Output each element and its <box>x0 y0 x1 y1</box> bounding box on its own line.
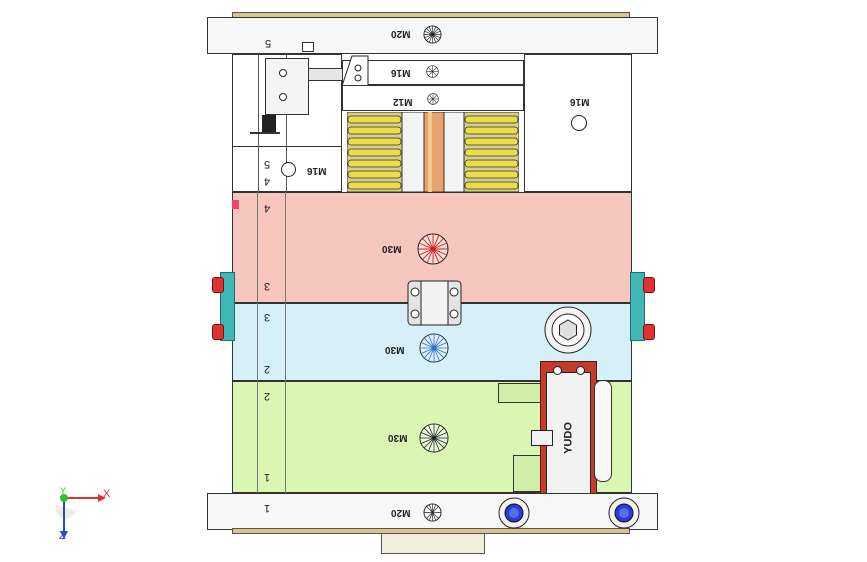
plate-number-label: 5 <box>265 37 272 49</box>
latch-lock[interactable] <box>407 280 462 326</box>
plate-number-label: 4 <box>264 175 271 187</box>
axis-z-label: Z <box>59 530 66 542</box>
plate-number-label: 3 <box>264 280 271 292</box>
plate-side-line <box>285 381 286 493</box>
hot-runner-screw <box>576 366 585 375</box>
cooling-connector-icon[interactable] <box>608 497 640 529</box>
pocket-outline <box>513 455 545 492</box>
switch-base <box>262 115 276 133</box>
axis-x-label: X <box>103 488 111 500</box>
axis-triad-icon <box>55 494 106 539</box>
hot-runner-clip <box>531 430 553 446</box>
hot-runner-handle <box>594 380 612 482</box>
cooling-connector-icon[interactable] <box>498 497 530 529</box>
plate-number-label: 5 <box>264 158 271 170</box>
bolt-hole[interactable] <box>281 162 296 177</box>
thread-hole-icon[interactable] <box>419 423 449 453</box>
thread-label-core-center: M30 <box>385 344 405 355</box>
thread-hole-icon[interactable] <box>419 333 449 363</box>
housing-divider <box>232 146 342 147</box>
switch-screw <box>279 69 287 77</box>
plate-number-label: 2 <box>264 390 271 402</box>
thread-hole-icon[interactable] <box>417 233 449 265</box>
small-square-marker <box>302 42 314 52</box>
stop-pin-icon[interactable] <box>643 277 655 293</box>
limit-switch-body[interactable] <box>265 58 309 115</box>
plate-number-label: 1 <box>264 471 271 483</box>
switch-connector <box>308 68 343 81</box>
thread-label-bottom-clamp: M20 <box>391 507 411 518</box>
pocket-outline <box>498 383 545 403</box>
thread-label-upper-center: M12 <box>393 96 413 107</box>
thread-label-right-column: M16 <box>570 96 590 107</box>
cap-screw-icon[interactable] <box>544 306 592 354</box>
thread-label-ejector-side: M16 <box>307 165 327 176</box>
yudo-logo-label: YUDO <box>562 422 575 454</box>
bolt-hole[interactable] <box>571 115 587 131</box>
plate-number-label: 1 <box>264 502 271 514</box>
plate-side-line <box>285 192 286 303</box>
housing-inner-line <box>258 54 259 192</box>
thread-hole-icon[interactable] <box>423 503 442 522</box>
locating-ring <box>381 534 485 554</box>
plate-side-line <box>285 303 286 381</box>
return-spring-right <box>464 112 519 192</box>
guide-tab <box>232 200 239 209</box>
return-spring-left <box>347 112 402 192</box>
plate-side-line <box>257 303 258 381</box>
plate-number-label: 4 <box>264 202 271 214</box>
plate-side-line <box>257 192 258 303</box>
bottom-clamp-backing <box>232 528 630 534</box>
thread-label-top-clamp: M20 <box>391 28 411 39</box>
hot-runner-screw <box>553 366 562 375</box>
sprue-bushing <box>402 112 464 192</box>
thread-label-cavity-center: M30 <box>382 243 402 254</box>
thread-hole-icon[interactable] <box>423 25 442 44</box>
axis-y-label: Y <box>60 486 67 496</box>
thread-hole-icon[interactable] <box>426 65 439 78</box>
side-interlock-right[interactable] <box>630 272 645 341</box>
stop-pin-icon[interactable] <box>212 324 224 340</box>
switch-screw <box>279 93 287 101</box>
switch-base-line <box>250 132 280 134</box>
stop-pin-icon[interactable] <box>643 324 655 340</box>
thread-hole-icon[interactable] <box>427 93 439 105</box>
thread-label-bottom-center: M30 <box>388 432 408 443</box>
plate-number-label: 2 <box>264 363 271 375</box>
thread-label-upper-left: M16 <box>391 67 411 78</box>
plate-side-line <box>257 381 258 493</box>
bracket-icon <box>341 55 369 87</box>
housing-inner-line <box>286 54 287 192</box>
stop-pin-icon[interactable] <box>212 277 224 293</box>
plate-number-label: 3 <box>264 311 271 323</box>
